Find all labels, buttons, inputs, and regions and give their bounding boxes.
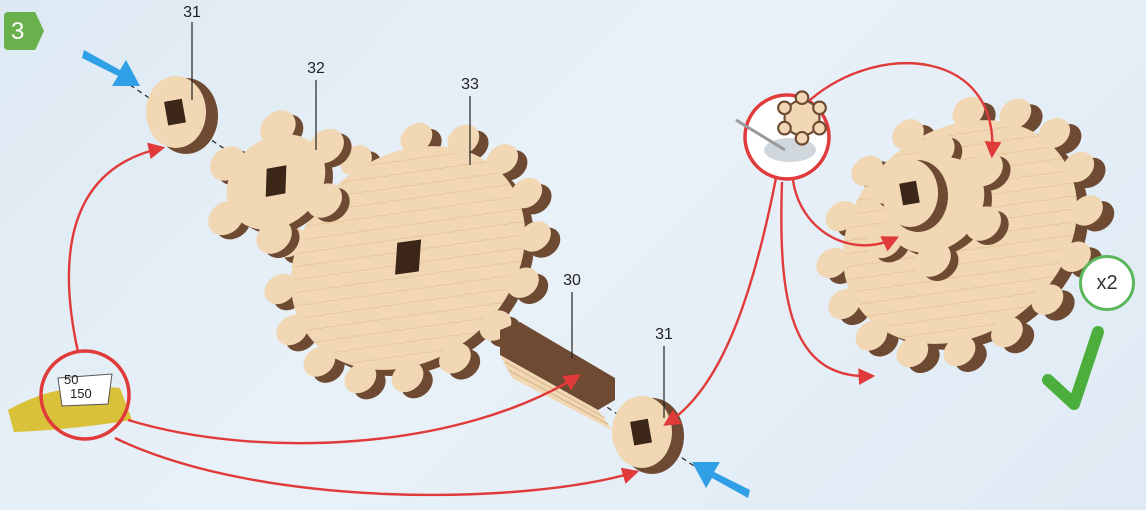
part-label-31-bottom: 31: [655, 326, 673, 344]
check-icon: [1048, 332, 1098, 404]
washer-31-bottom: [612, 396, 684, 474]
arrow-ruler-to-washer-bottom: [115, 438, 636, 495]
ruler-value-50: 50: [64, 372, 78, 387]
glue-callout: [736, 91, 829, 179]
step-number: 3: [11, 18, 24, 46]
quantity-text: x2: [1096, 272, 1117, 295]
axle-30: [500, 322, 615, 430]
arrow-ruler-to-washer-top: [69, 148, 162, 352]
assembled-gears: [807, 75, 1124, 394]
part-label-30: 30: [563, 272, 581, 290]
part-label-33: 33: [461, 76, 479, 94]
blue-hint-arrow-top: [82, 50, 140, 86]
quantity-badge: x2: [1079, 255, 1135, 311]
ruler-callout: 50 150: [8, 351, 132, 439]
arrow-glue-to-washer-bottom: [666, 178, 776, 424]
step-badge: 3: [4, 12, 44, 50]
washer-31-top: [146, 76, 218, 154]
part-label-31-top: 31: [183, 4, 201, 22]
ruler-value-150: 150: [70, 386, 92, 401]
part-label-32: 32: [307, 60, 325, 78]
blue-hint-arrow-bottom: [692, 462, 750, 498]
